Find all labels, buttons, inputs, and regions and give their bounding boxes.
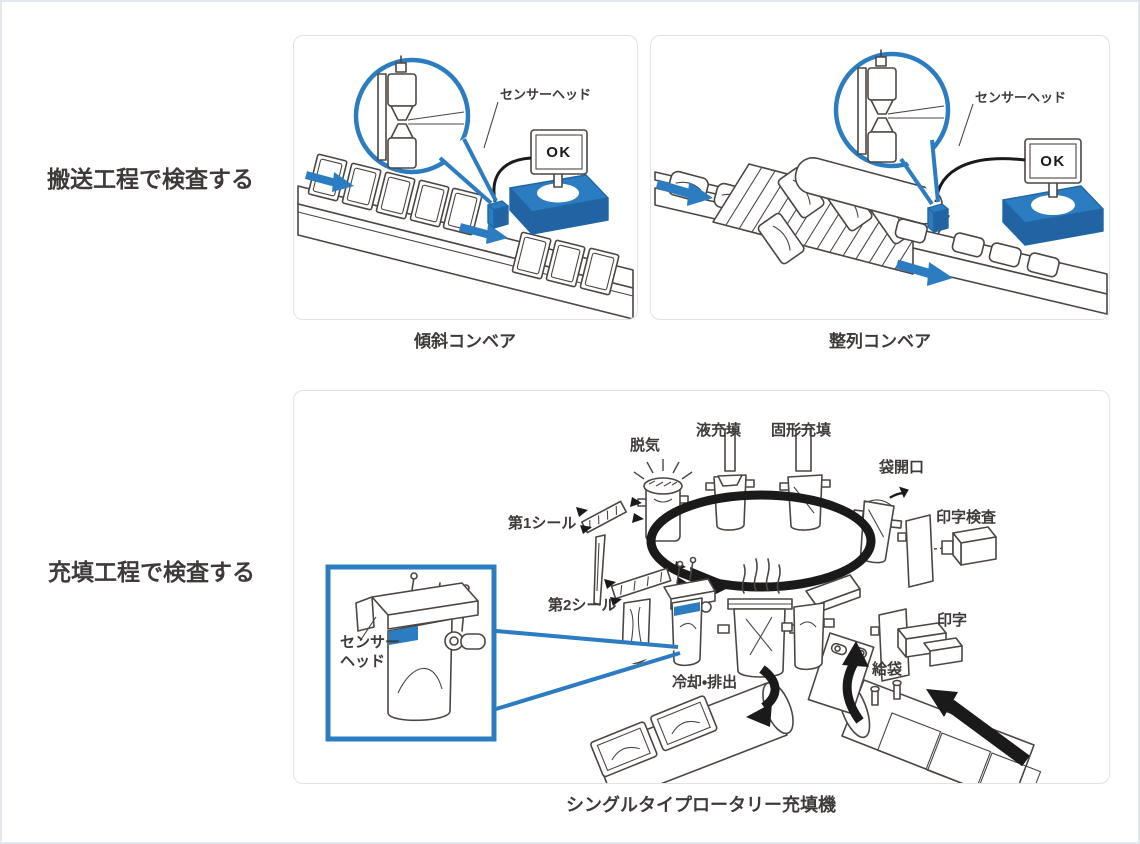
filling-section-heading: 充填工程で検査する — [48, 559, 255, 585]
flow-arrow-in — [655, 179, 713, 206]
sensor-detail-callout — [353, 55, 498, 205]
discharge-conveyor — [590, 681, 794, 783]
printing-station — [870, 608, 963, 682]
pouch-row — [307, 153, 620, 296]
roller-section — [712, 163, 950, 275]
callout-sensor-label-line1: センサー — [340, 634, 401, 651]
station-label-deaeration: 脱気 — [630, 437, 661, 454]
station-label-printing: 印字 — [937, 612, 968, 629]
sensor-head-callout-box — [325, 564, 497, 742]
flow-arrow-in — [304, 171, 354, 192]
monitor-ok-text: OK — [1040, 153, 1066, 170]
clamp-sensor-detail — [377, 55, 465, 169]
rotary-filler-caption: シングルタイプロータリー充填機 — [566, 795, 836, 815]
liquid-filling-station — [705, 428, 755, 531]
ok-monitor: OK — [1024, 138, 1082, 198]
flow-arrow-out — [895, 259, 953, 286]
station-label-second-seal: 第2シール — [548, 597, 617, 614]
alignment-conveyor-caption: 整列コンベア — [829, 332, 931, 351]
hot-fill-station — [717, 558, 802, 678]
controller-box — [509, 174, 609, 235]
rotary-filler-panel: 脱気 液充填 固形充填 袋開口 印字検査 印字 給袋 冷却・排出 第1シール 第… — [293, 390, 1110, 784]
station-label-bag-opening: 袋開口 — [879, 459, 925, 476]
outfeed-conveyor — [894, 218, 1108, 315]
station-label-solid-filling: 固形充填 — [771, 422, 832, 439]
rotary-filler-illustration — [325, 428, 1042, 783]
sensor-station — [663, 556, 716, 667]
solid-filling-station — [779, 428, 831, 531]
station-label-print-inspection: 印字検査 — [936, 509, 997, 526]
incline-conveyor-illustration: OK — [297, 55, 634, 319]
cooling-discharge-arrow — [746, 665, 780, 727]
monitor-ok-text: OK — [546, 144, 572, 161]
transport-section-heading: 搬送工程で検査する — [47, 166, 254, 192]
incline-conveyor-caption: 傾斜コンベア — [414, 332, 516, 351]
chute-station — [781, 574, 861, 671]
print-inspection-station — [897, 514, 997, 588]
station-label-liquid-filling: 液充填 — [696, 422, 742, 439]
deaeration-station — [633, 459, 693, 542]
callout-sensor-label-line2: ヘッド — [340, 653, 386, 670]
sensor-head-label: センサーヘッド — [975, 90, 1067, 105]
feed-direction-arrow — [926, 689, 1030, 767]
sensor-cable — [934, 157, 1026, 203]
ok-monitor: OK — [530, 129, 588, 188]
sensor-detail-callout — [833, 49, 951, 206]
clamp-sensor-detail — [857, 49, 945, 163]
station-label-cooling-discharge: 冷却・排出 — [672, 674, 738, 691]
sensor-head-label: センサーヘッド — [500, 87, 592, 102]
station-label-bag-feeding: 給袋 — [872, 661, 903, 678]
callout-wedge — [495, 629, 681, 711]
flow-arrow-out — [458, 223, 508, 244]
first-seal-station — [576, 497, 644, 606]
label-leader-line — [958, 103, 974, 147]
alignment-conveyor-panel: OK — [650, 35, 1110, 320]
sensor-head — [487, 200, 509, 229]
bag-pickup-arrow — [842, 641, 869, 724]
incline-conveyor-panel: OK — [293, 35, 638, 320]
label-leader-line — [483, 101, 499, 149]
alignment-conveyor-illustration: OK — [654, 49, 1108, 315]
station-label-first-seal: 第1シール — [508, 515, 577, 532]
controller-box — [1002, 185, 1104, 246]
sensor-head — [927, 203, 949, 233]
